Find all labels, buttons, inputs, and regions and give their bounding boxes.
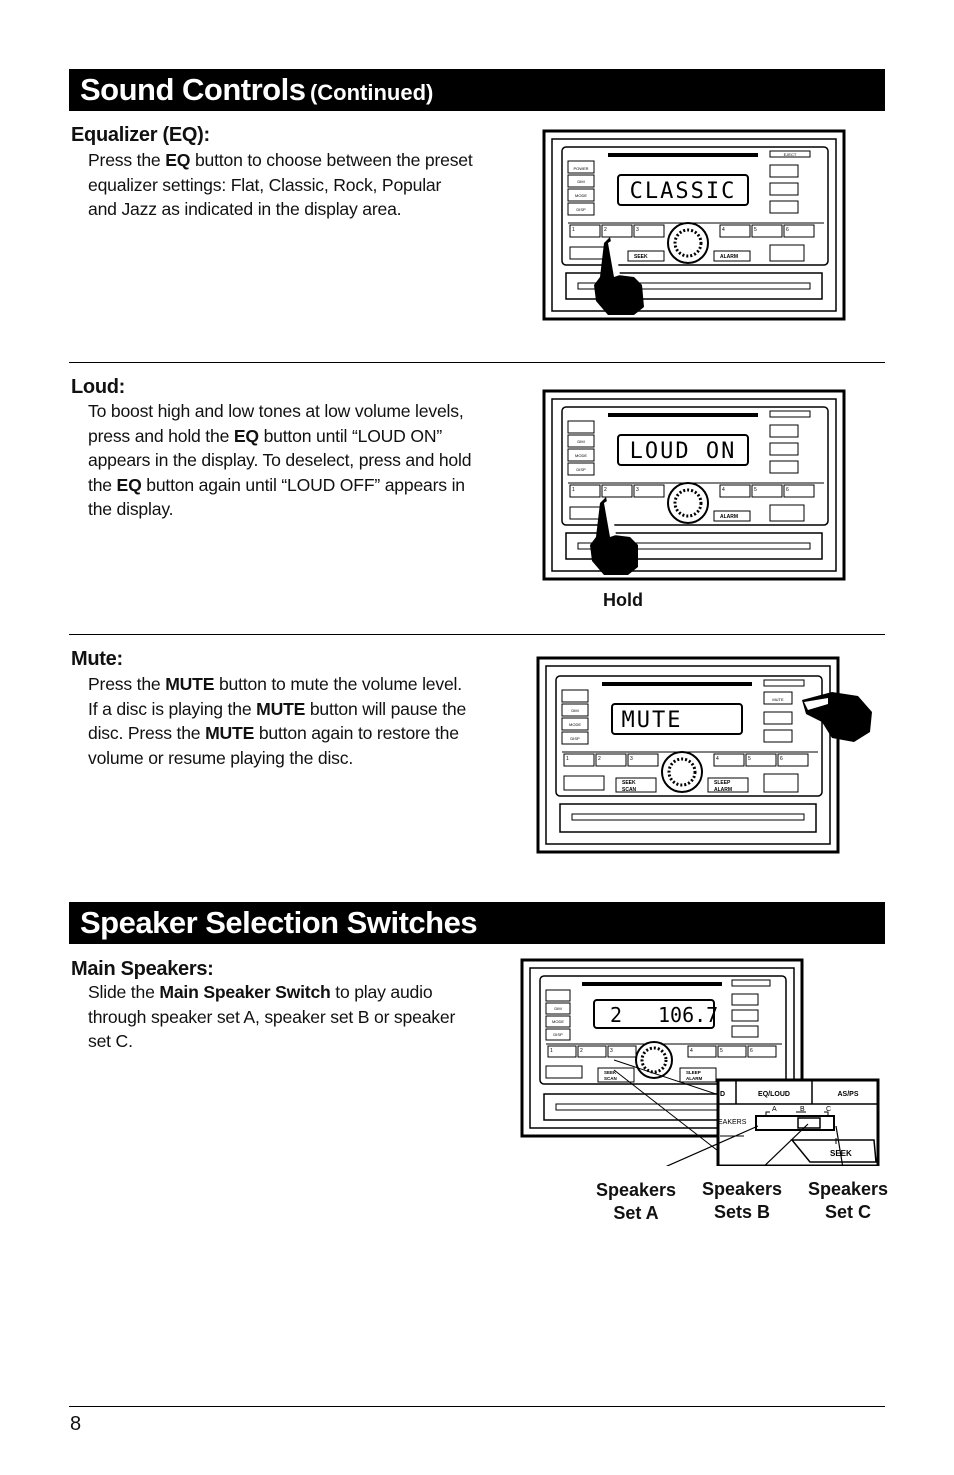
footer-rule	[69, 1406, 885, 1407]
svg-text:1: 1	[550, 1048, 553, 1054]
radio-illustration-eq: EJECT POWER DIM MODE DISP CLASSIC 1 2 3 …	[542, 129, 846, 321]
svg-text:MUTE: MUTE	[772, 697, 784, 702]
svg-text:DIM: DIM	[577, 439, 584, 444]
svg-text:MODE: MODE	[552, 1019, 564, 1024]
divider	[69, 362, 885, 363]
svg-text:3: 3	[636, 487, 639, 493]
svg-text:D: D	[720, 1091, 725, 1098]
svg-text:2: 2	[598, 756, 601, 762]
section-banner-sound-controls: Sound Controls (Continued)	[69, 69, 885, 111]
radio-illustration-mute: DIM MODE DISP MUTE MUTE 1 2 3 4 5 6 SEEK…	[536, 656, 872, 854]
lcd-display: CLASSIC	[630, 179, 737, 204]
svg-text:5: 5	[754, 227, 757, 233]
svg-text:MODE: MODE	[575, 193, 587, 198]
svg-text:2: 2	[580, 1048, 583, 1054]
page-number: 8	[70, 1413, 82, 1435]
svg-text:4: 4	[690, 1048, 693, 1054]
svg-text:1: 1	[572, 487, 575, 493]
svg-text:DIM: DIM	[571, 708, 578, 713]
svg-text:SLEEP: SLEEP	[686, 1070, 701, 1075]
section-title: Speaker Selection Switches	[80, 905, 478, 940]
main-speakers-heading: Main Speakers:	[71, 958, 214, 980]
lcd-frequency: 106.7	[658, 1003, 718, 1027]
svg-text:2: 2	[604, 227, 607, 233]
svg-text:DISP: DISP	[553, 1032, 563, 1037]
svg-text:3: 3	[610, 1048, 613, 1054]
divider	[69, 634, 885, 635]
eq-heading: Equalizer (EQ):	[71, 124, 210, 146]
svg-text:SEEK: SEEK	[604, 1070, 617, 1075]
svg-text:MODE: MODE	[569, 722, 581, 727]
svg-text:6: 6	[750, 1048, 753, 1054]
section-title: Sound Controls	[80, 72, 306, 107]
svg-text:ALARM: ALARM	[714, 787, 732, 793]
svg-text:DISP: DISP	[576, 207, 586, 212]
svg-text:EQ/LOUD: EQ/LOUD	[758, 1091, 790, 1098]
lcd-display: MUTE	[622, 708, 683, 733]
section-subtitle: (Continued)	[309, 80, 434, 105]
svg-text:DISP: DISP	[570, 736, 580, 741]
svg-text:1: 1	[566, 756, 569, 762]
svg-text:POWER: POWER	[573, 166, 588, 171]
section-banner-speaker-selection: Speaker Selection Switches	[69, 902, 885, 944]
eq-body: Press the EQ button to choose between th…	[88, 150, 473, 220]
svg-text:6: 6	[786, 487, 789, 493]
svg-text:SEEK: SEEK	[634, 254, 648, 260]
svg-text:DIM: DIM	[577, 179, 584, 184]
radio-illustration-speakers: DIM MODE DISP 2 106.7 1 2 3 4 5 6 SEEK S…	[520, 958, 880, 1166]
loud-body: To boost high and low tones at low volum…	[88, 401, 472, 520]
svg-text:MODE: MODE	[575, 453, 587, 458]
main-speakers-body: Slide the Main Speaker Switch to play au…	[88, 982, 456, 1052]
svg-text:ALARM: ALARM	[720, 254, 738, 260]
svg-text:4: 4	[716, 756, 719, 762]
svg-text:4: 4	[722, 487, 725, 493]
svg-text:5: 5	[748, 756, 751, 762]
svg-text:DIM: DIM	[554, 1006, 561, 1011]
svg-text:SCAN: SCAN	[604, 1076, 617, 1081]
svg-text:3: 3	[630, 756, 633, 762]
svg-text:5: 5	[720, 1048, 723, 1054]
svg-text:1: 1	[572, 227, 575, 233]
svg-text:2: 2	[604, 487, 607, 493]
lcd-display: LOUD ON	[630, 439, 737, 464]
svg-text:4: 4	[722, 227, 725, 233]
svg-text:ALARM: ALARM	[720, 514, 738, 520]
lcd-channel: 2	[610, 1003, 622, 1027]
svg-text:DISP: DISP	[576, 467, 586, 472]
svg-text:3: 3	[636, 227, 639, 233]
svg-text:ALARM: ALARM	[686, 1076, 702, 1081]
hold-caption: Hold	[603, 590, 643, 610]
svg-text:SLEEP: SLEEP	[714, 780, 731, 786]
svg-text:SEEK: SEEK	[622, 780, 636, 786]
svg-text:AS/PS: AS/PS	[837, 1091, 858, 1098]
mute-heading: Mute:	[71, 648, 123, 670]
loud-heading: Loud:	[71, 376, 126, 398]
svg-text:A: A	[772, 1106, 777, 1113]
radio-illustration-loud: DIM MODE DISP LOUD ON 1 2 3 4 5 6 ALARM	[542, 389, 846, 581]
svg-text:5: 5	[754, 487, 757, 493]
svg-text:EJECT: EJECT	[784, 152, 797, 157]
svg-text:C: C	[826, 1106, 831, 1113]
svg-text:6: 6	[780, 756, 783, 762]
svg-text:B: B	[800, 1106, 805, 1113]
mute-body: Press the MUTE button to mute the volume…	[88, 674, 467, 768]
svg-text:6: 6	[786, 227, 789, 233]
svg-text:EAKERS: EAKERS	[718, 1119, 747, 1126]
svg-text:SCAN: SCAN	[622, 787, 637, 793]
